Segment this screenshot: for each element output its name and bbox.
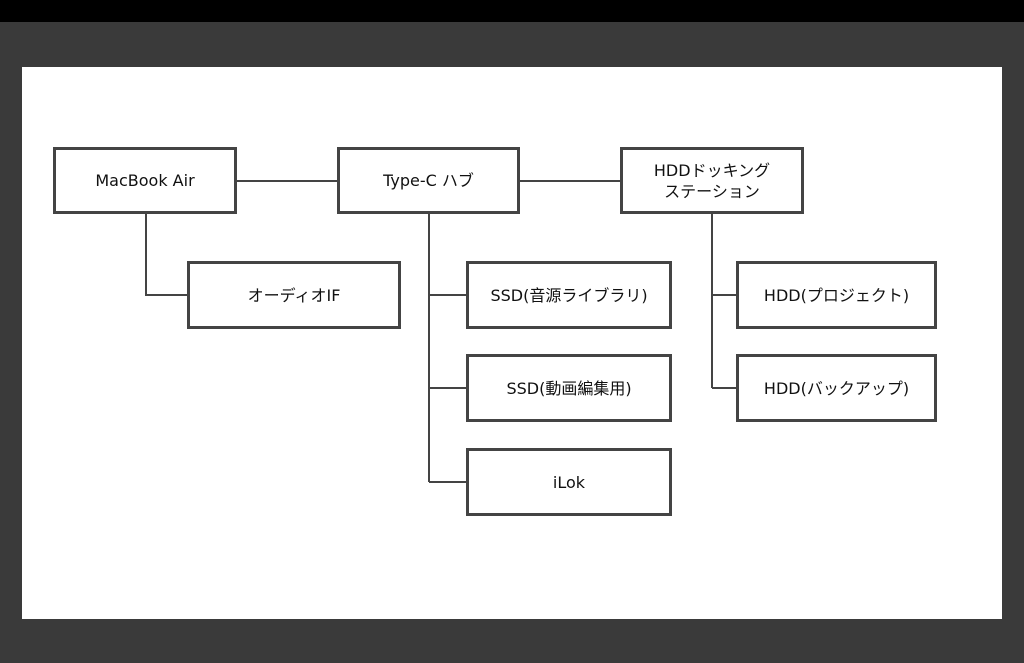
node-label: SSD(音源ライブラリ) xyxy=(490,285,648,305)
node-hdd-docking-station: HDDドッキング ステーション xyxy=(620,147,804,214)
node-label: HDD(プロジェクト) xyxy=(763,285,910,305)
node-label: HDDドッキング ステーション xyxy=(653,160,771,201)
node-ilok: iLok xyxy=(466,448,672,516)
window-top-bar xyxy=(0,0,1024,22)
node-label: HDD(バックアップ) xyxy=(763,378,910,398)
node-label: オーディオIF xyxy=(247,285,341,305)
node-hdd-backup: HDD(バックアップ) xyxy=(736,354,937,422)
node-audio-interface: オーディオIF xyxy=(187,261,401,329)
node-hdd-project: HDD(プロジェクト) xyxy=(736,261,937,329)
node-macbook-air: MacBook Air xyxy=(53,147,237,214)
connector-macbook-audio xyxy=(145,214,187,296)
node-label: MacBook Air xyxy=(95,171,195,190)
node-label: Type-C ハブ xyxy=(383,171,474,190)
node-label: iLok xyxy=(552,472,586,492)
node-ssd-video: SSD(動画編集用) xyxy=(466,354,672,422)
node-ssd-library: SSD(音源ライブラリ) xyxy=(466,261,672,329)
node-type-c-hub: Type-C ハブ xyxy=(337,147,520,214)
node-label: SSD(動画編集用) xyxy=(506,378,632,398)
